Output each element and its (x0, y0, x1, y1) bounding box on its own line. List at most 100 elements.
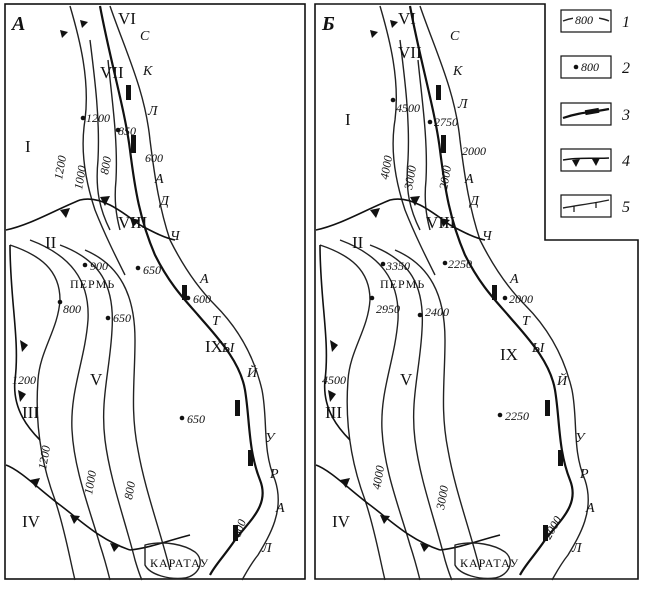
point-value: 600 (193, 292, 211, 306)
legend-item-2: 800 2 (560, 55, 630, 79)
zone-label-V: V (400, 370, 413, 389)
contour-label: 4500 (322, 373, 346, 387)
contour-label: 600 (230, 517, 249, 539)
ural-letter: Л (261, 541, 273, 556)
contour-label: 1200 (12, 373, 36, 387)
points-a: 1200 850 900 800 650 650 600 650 (57, 111, 211, 426)
ural-lettering-b: С К Л А Д Ч А Т Ы Й У Р А Л (450, 29, 595, 556)
legend-item-1: 800 1 (560, 9, 630, 33)
ural-letter: У (265, 431, 276, 446)
legend-item-3: 3 (560, 102, 630, 126)
contour-label: 1200 (35, 444, 53, 470)
contour-a-1 (69, 5, 126, 276)
contour-label: 2000 (462, 144, 486, 158)
panel-a-frame (4, 3, 306, 580)
point-value: 2250 (448, 257, 472, 271)
ural-letter: У (575, 431, 586, 446)
contour-a-2 (89, 39, 111, 231)
contour-labels-a: 1200 1000 800 600 1200 1200 1000 800 600 (12, 151, 249, 539)
panel-a-letter: А (10, 13, 25, 35)
panel-a: А (4, 3, 306, 581)
ural-letter: Л (571, 541, 583, 556)
ural-letter: А (585, 501, 595, 516)
fault-segment (182, 285, 187, 300)
contour-label: 4000 (369, 464, 387, 490)
boundary-b-1 (315, 198, 486, 241)
point-value: 2250 (505, 409, 529, 423)
zone-label-I: I (25, 137, 31, 156)
contour-label: 1000 (71, 164, 89, 190)
fault-line-a (98, 5, 264, 576)
legend: 800 1 800 2 3 4 (560, 9, 630, 218)
ural-lettering-a: С К Л А Д Ч А Т Ы Й У Р А Л (140, 29, 285, 556)
zone-label-VIII: VIII (118, 213, 148, 232)
ural-letter: Л (147, 104, 159, 119)
ural-letter: Р (579, 467, 589, 482)
ural-letter: Т (522, 314, 531, 329)
point-value: 650 (113, 311, 131, 325)
fault-segment (436, 85, 441, 100)
ural-letter: Л (457, 97, 469, 112)
ural-letter: А (464, 172, 474, 187)
panel-b-letter: Б (321, 13, 335, 35)
legend-item-4: 4 (560, 148, 630, 172)
panel-b-frame (314, 3, 639, 580)
boundary-a-4 (9, 244, 41, 441)
fault-segment (492, 285, 497, 300)
contour-label: 2000 (436, 164, 454, 190)
contour-b-4 (319, 244, 386, 581)
contour-label: 600 (145, 151, 163, 165)
point-value: 650 (143, 263, 161, 277)
contour-labels-b: 4000 3000 2000 2000 4500 4000 3000 2000 (322, 144, 565, 542)
zone-label-IX: IX (205, 337, 223, 356)
fault-segment (248, 450, 253, 466)
ural-letter: Ч (482, 229, 493, 244)
legend-number: 3 (621, 107, 630, 124)
legend-number: 2 (622, 60, 630, 77)
contour-a-6 (59, 244, 143, 581)
contour-a-4 (9, 244, 76, 581)
zone-label-II: II (45, 233, 57, 252)
fault-line-b (408, 5, 574, 576)
legend-number: 4 (622, 153, 630, 170)
ural-letter: Й (246, 364, 258, 381)
points-b: 4500 2750 3350 2250 2950 2400 2000 2250 (369, 97, 533, 423)
ural-letter: А (275, 501, 285, 516)
ural-letter: А (154, 172, 164, 187)
zone-label-III: III (22, 403, 39, 422)
contour-b-5 (339, 239, 421, 581)
karatau-outline-a (144, 542, 201, 580)
ural-margin-a (109, 5, 279, 581)
contour-label: 800 (121, 480, 138, 500)
contour-b-3 (417, 59, 431, 231)
point-value: 2400 (425, 305, 449, 319)
ural-margin-b (419, 5, 589, 581)
legend-number: 1 (622, 14, 630, 31)
contour-label: 2000 (540, 514, 564, 542)
boundary-b-4 (319, 244, 351, 441)
zone-label-IX: IX (500, 345, 518, 364)
ural-letter: Д (468, 194, 480, 209)
point-value: 2950 (376, 302, 400, 316)
ural-letter: А (199, 272, 209, 287)
contour-label: 3000 (433, 484, 451, 511)
place-perm-b: ПЕРМЬ (380, 277, 425, 291)
ural-letter: Р (269, 467, 279, 482)
point-value: 2750 (434, 115, 458, 129)
zone-label-IV: IV (22, 512, 41, 531)
panel-b: Б I (314, 3, 639, 581)
point-value: 900 (90, 259, 108, 273)
boundary-a-2 (5, 464, 131, 551)
zone-label-VIII: VIII (426, 213, 456, 232)
ural-letter: А (509, 272, 519, 287)
legend-number: 5 (622, 199, 630, 216)
contour-label: 4000 (377, 154, 395, 180)
contour-label: 1000 (81, 469, 99, 495)
legend-sample: 800 (581, 60, 599, 74)
contour-b-1 (379, 5, 436, 276)
contour-label: 3000 (401, 164, 419, 191)
contour-a-3 (107, 59, 121, 231)
point-value: 2000 (509, 292, 533, 306)
ural-letter: Ы (221, 341, 235, 356)
